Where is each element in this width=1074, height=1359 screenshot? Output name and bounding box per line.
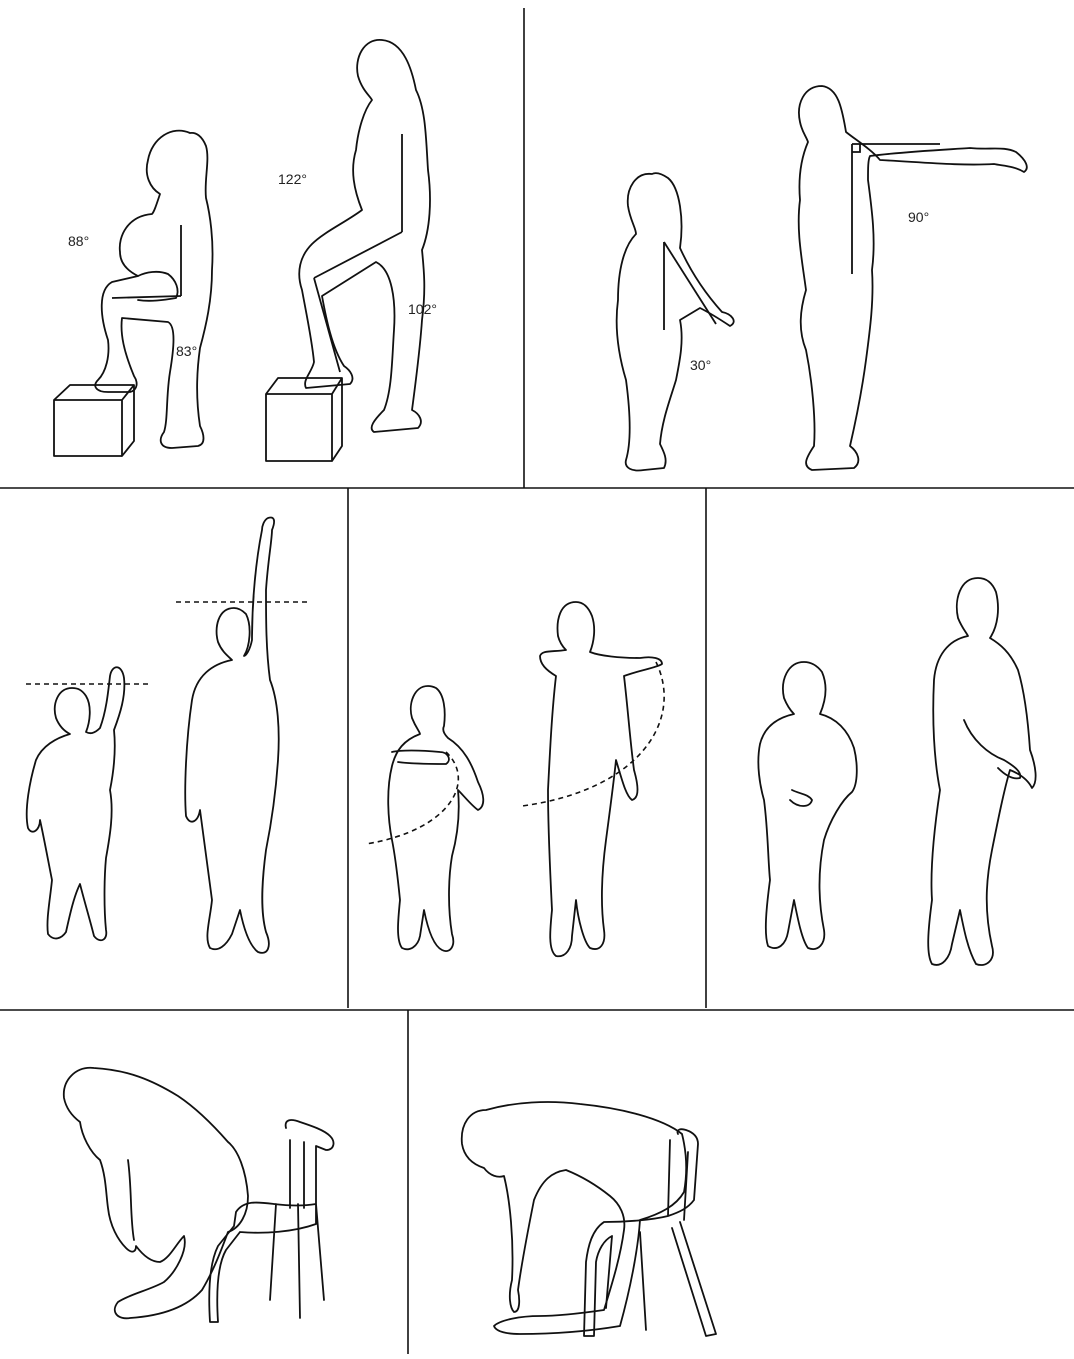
- panel-arm-raise-side: 30° 90°: [617, 86, 1027, 471]
- figure-short-hand-behind: [758, 662, 856, 949]
- angle-label-102: 102°: [408, 301, 437, 317]
- panel-sit-to-chair: [64, 1068, 334, 1322]
- angle-label-30: 30°: [690, 357, 711, 373]
- panel-hand-behind-back: [758, 578, 1035, 965]
- panel-stair-step: 88° 83° 122° 102°: [54, 40, 437, 461]
- right-angle-marker: [852, 144, 860, 152]
- figure-short-arm-back: [617, 173, 734, 470]
- angle-label-88: 88°: [68, 233, 89, 249]
- panel-seated-forward-reach: [462, 1102, 716, 1336]
- figure-tall-hand-behind: [928, 578, 1035, 965]
- reference-line-tall-thigh: [314, 232, 402, 278]
- reference-line-short-thigh: [112, 296, 181, 298]
- step-box-small: [54, 385, 134, 456]
- reference-line-arm-30: [664, 242, 716, 324]
- angle-label-122: 122°: [278, 171, 307, 187]
- figure-short-cross-body: [388, 686, 483, 951]
- panel-arm-raise-overhead: [26, 518, 310, 953]
- figure-tall-cross-body: [540, 602, 662, 956]
- figure-short-overhead-reach: [27, 667, 125, 940]
- arc-path-short: [366, 752, 458, 844]
- figure-sitting-down: [64, 1068, 248, 1318]
- step-box-large: [266, 378, 342, 461]
- angle-label-83: 83°: [176, 343, 197, 359]
- figure-seated-reaching: [462, 1102, 686, 1334]
- chair-left: [209, 1120, 333, 1322]
- chair-right: [584, 1129, 716, 1336]
- panel-arm-across-body: [366, 602, 664, 956]
- angle-label-90: 90°: [908, 209, 929, 225]
- figure-tall-overhead-reach: [185, 518, 278, 953]
- arc-path-tall: [522, 662, 664, 806]
- figure-tall-stepping: [299, 40, 430, 432]
